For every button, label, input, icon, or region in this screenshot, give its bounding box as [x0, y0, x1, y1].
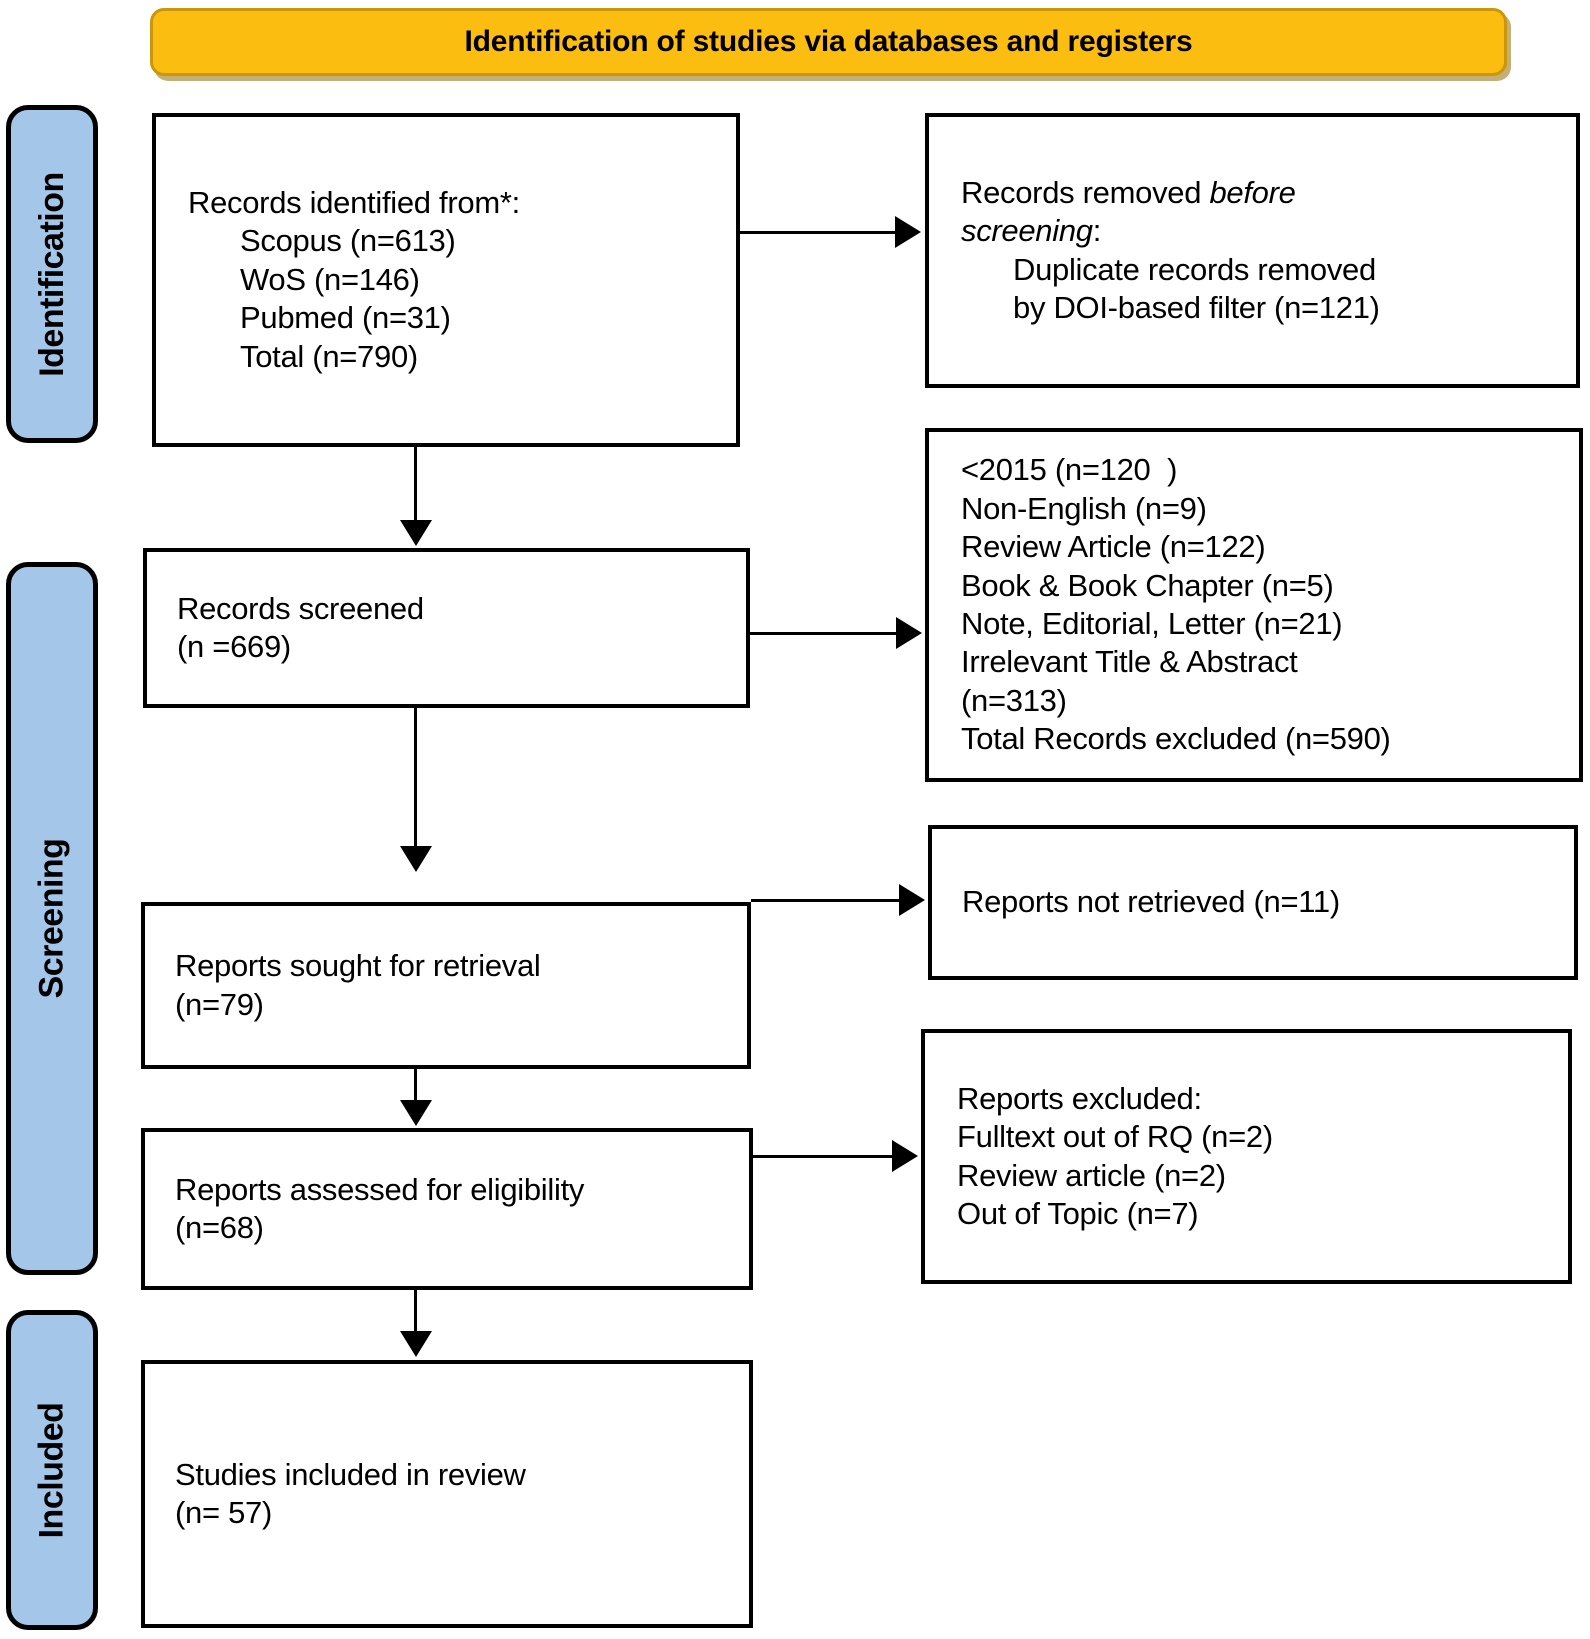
records-removed-duplicates-line2: by DOI-based filter (n=121)	[1013, 289, 1380, 325]
reports-excluded-out-of-topic: Out of Topic (n=7)	[957, 1195, 1199, 1231]
connector-assessed-to-included	[414, 1290, 417, 1332]
excluded-irrelevant-title-abstract: Irrelevant Title & Abstract	[961, 644, 1298, 680]
connector-assessed-to-reports-excluded	[753, 1155, 892, 1158]
records-removed-heading-colon: :	[1092, 213, 1102, 249]
phase-tab-screening: Screening	[6, 562, 98, 1275]
studies-included-label: Studies included in review	[175, 1456, 526, 1492]
excluded-non-english: Non-English (n=9)	[961, 490, 1207, 526]
box-reports-excluded: Reports excluded: Fulltext out of RQ (n=…	[921, 1029, 1572, 1284]
arrow-sought-to-not-retrieved	[899, 884, 925, 916]
connector-screened-to-excluded	[750, 632, 896, 635]
phase-tab-identification-label: Identification	[32, 171, 71, 377]
box-studies-included-in-review: Studies included in review (n= 57)	[141, 1360, 753, 1628]
records-removed-heading-emph1: before	[1209, 174, 1296, 210]
records-screened-label: Records screened	[177, 590, 424, 626]
arrow-identified-to-screened	[400, 520, 432, 546]
reports-sought-count: (n=79)	[175, 986, 264, 1022]
page-title: Identification of studies via databases …	[464, 25, 1193, 58]
records-removed-heading-emph2: screening	[961, 213, 1093, 249]
box-records-identified: Records identified from*: Scopus (n=613)…	[152, 113, 740, 447]
studies-included-count: (n= 57)	[175, 1495, 272, 1530]
reports-excluded-review-article: Review article (n=2)	[957, 1157, 1226, 1193]
excluded-review-article: Review Article (n=122)	[961, 529, 1266, 565]
header-banner: Identification of studies via databases …	[150, 8, 1507, 76]
records-removed-heading-line1: Records removed before	[961, 174, 1576, 212]
box-reports-sought-for-retrieval: Reports sought for retrieval (n=79)	[141, 902, 751, 1069]
connector-screened-to-sought	[414, 708, 417, 848]
records-identified-total: Total (n=790)	[240, 338, 418, 374]
arrow-assessed-to-reports-excluded	[892, 1140, 918, 1172]
excluded-book-chapter: Book & Book Chapter (n=5)	[961, 567, 1334, 603]
reports-sought-label: Reports sought for retrieval	[175, 948, 541, 984]
reports-not-retrieved-label: Reports not retrieved (n=11)	[962, 884, 1340, 920]
phase-tab-identification: Identification	[6, 105, 98, 443]
arrow-sought-to-assessed	[400, 1100, 432, 1126]
reports-excluded-fulltext-rq: Fulltext out of RQ (n=2)	[957, 1119, 1273, 1155]
arrow-screened-to-excluded	[896, 617, 922, 649]
records-identified-pubmed: Pubmed (n=31)	[240, 300, 451, 336]
connector-sought-to-assessed	[414, 1069, 417, 1103]
box-records-screened: Records screened (n =669)	[143, 548, 750, 708]
excluded-total: Total Records excluded (n=590)	[961, 721, 1391, 757]
records-identified-wos: WoS (n=146)	[240, 261, 420, 297]
excluded-note-editorial-letter: Note, Editorial, Letter (n=21)	[961, 606, 1343, 641]
records-removed-heading-text: Records removed	[961, 174, 1210, 210]
connector-sought-to-not-retrieved	[751, 899, 899, 902]
records-identified-heading: Records identified from*:	[188, 184, 520, 220]
connector-identified-to-removed	[740, 231, 895, 234]
records-removed-duplicates-line1: Duplicate records removed	[1013, 251, 1376, 287]
box-records-removed-before-screening: Records removed before screening: Duplic…	[925, 113, 1580, 388]
excluded-irrelevant-count: (n=313)	[961, 682, 1067, 718]
box-reports-assessed-for-eligibility: Reports assessed for eligibility (n=68)	[141, 1128, 753, 1290]
connector-identified-to-screened	[414, 447, 417, 522]
phase-tab-screening-label: Screening	[32, 838, 71, 999]
arrow-screened-to-sought	[400, 846, 432, 872]
reports-assessed-label: Reports assessed for eligibility	[175, 1171, 585, 1207]
records-screened-count: (n =669)	[177, 629, 291, 664]
arrow-identified-to-removed	[895, 216, 921, 248]
phase-tab-included: Included	[6, 1310, 98, 1630]
records-identified-scopus: Scopus (n=613)	[240, 223, 456, 259]
box-records-excluded: <2015 (n=120 ) Non-English (n=9) Review …	[925, 428, 1583, 782]
excluded-pre2015: <2015 (n=120 )	[961, 452, 1178, 488]
records-removed-heading-line2: screening:	[961, 212, 1576, 250]
phase-tab-included-label: Included	[32, 1402, 71, 1538]
reports-assessed-count: (n=68)	[175, 1210, 264, 1245]
arrow-assessed-to-included	[400, 1331, 432, 1357]
reports-excluded-heading: Reports excluded:	[957, 1080, 1202, 1116]
box-reports-not-retrieved: Reports not retrieved (n=11)	[928, 825, 1578, 980]
